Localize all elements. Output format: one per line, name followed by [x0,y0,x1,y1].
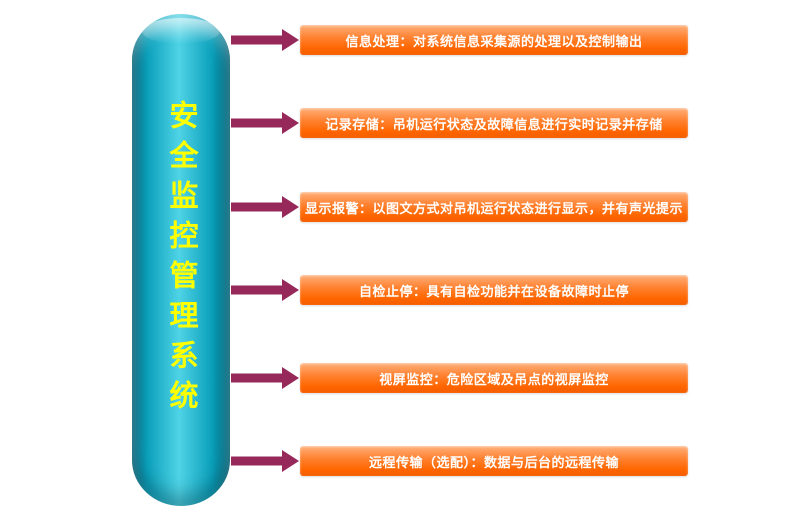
arrow-right-icon [231,367,299,389]
arrow-head [282,279,299,301]
feature-row: 远程传输（选配）：数据与后台的远程传输 [0,445,800,477]
arrow-shaft [231,118,283,128]
arrow-right-icon [231,112,299,134]
feature-box-video-monitoring: 视屏监控：危险区域及吊点的视屏监控 [300,363,688,393]
arrow-shaft [231,35,283,45]
feature-box-remote-transmission: 远程传输（选配）：数据与后台的远程传输 [300,446,688,476]
arrow-shaft [231,202,283,212]
system-title: 安全监控管理系统 [165,100,197,420]
feature-box-info-processing: 信息处理：对系统信息采集源的处理以及控制输出 [300,25,688,55]
feature-row: 视屏监控：危险区域及吊点的视屏监控 [0,362,800,394]
arrow-right-icon [231,196,299,218]
feature-box-self-check-stop: 自检止停：具有自检功能并在设备故障时止停 [300,275,688,305]
feature-row: 信息处理：对系统信息采集源的处理以及控制输出 [0,24,800,56]
arrow-head [282,29,299,51]
arrow-head [282,112,299,134]
arrow-shaft [231,285,283,295]
arrow-right-icon [231,279,299,301]
arrow-shaft [231,373,283,383]
feature-box-record-storage: 记录存储：吊机运行状态及故障信息进行实时记录并存储 [300,108,688,138]
feature-row: 显示报警：以图文方式对吊机运行状态进行显示，并有声光提示 [0,191,800,223]
feature-box-display-alarm: 显示报警：以图文方式对吊机运行状态进行显示，并有声光提示 [300,192,688,222]
arrow-right-icon [231,29,299,51]
system-cylinder: 安全监控管理系统 [132,14,230,506]
arrow-head [282,450,299,472]
arrow-head [282,196,299,218]
arrow-shaft [231,456,283,466]
feature-row: 记录存储：吊机运行状态及故障信息进行实时记录并存储 [0,107,800,139]
feature-row: 自检止停：具有自检功能并在设备故障时止停 [0,274,800,306]
arrow-right-icon [231,450,299,472]
arrow-head [282,367,299,389]
